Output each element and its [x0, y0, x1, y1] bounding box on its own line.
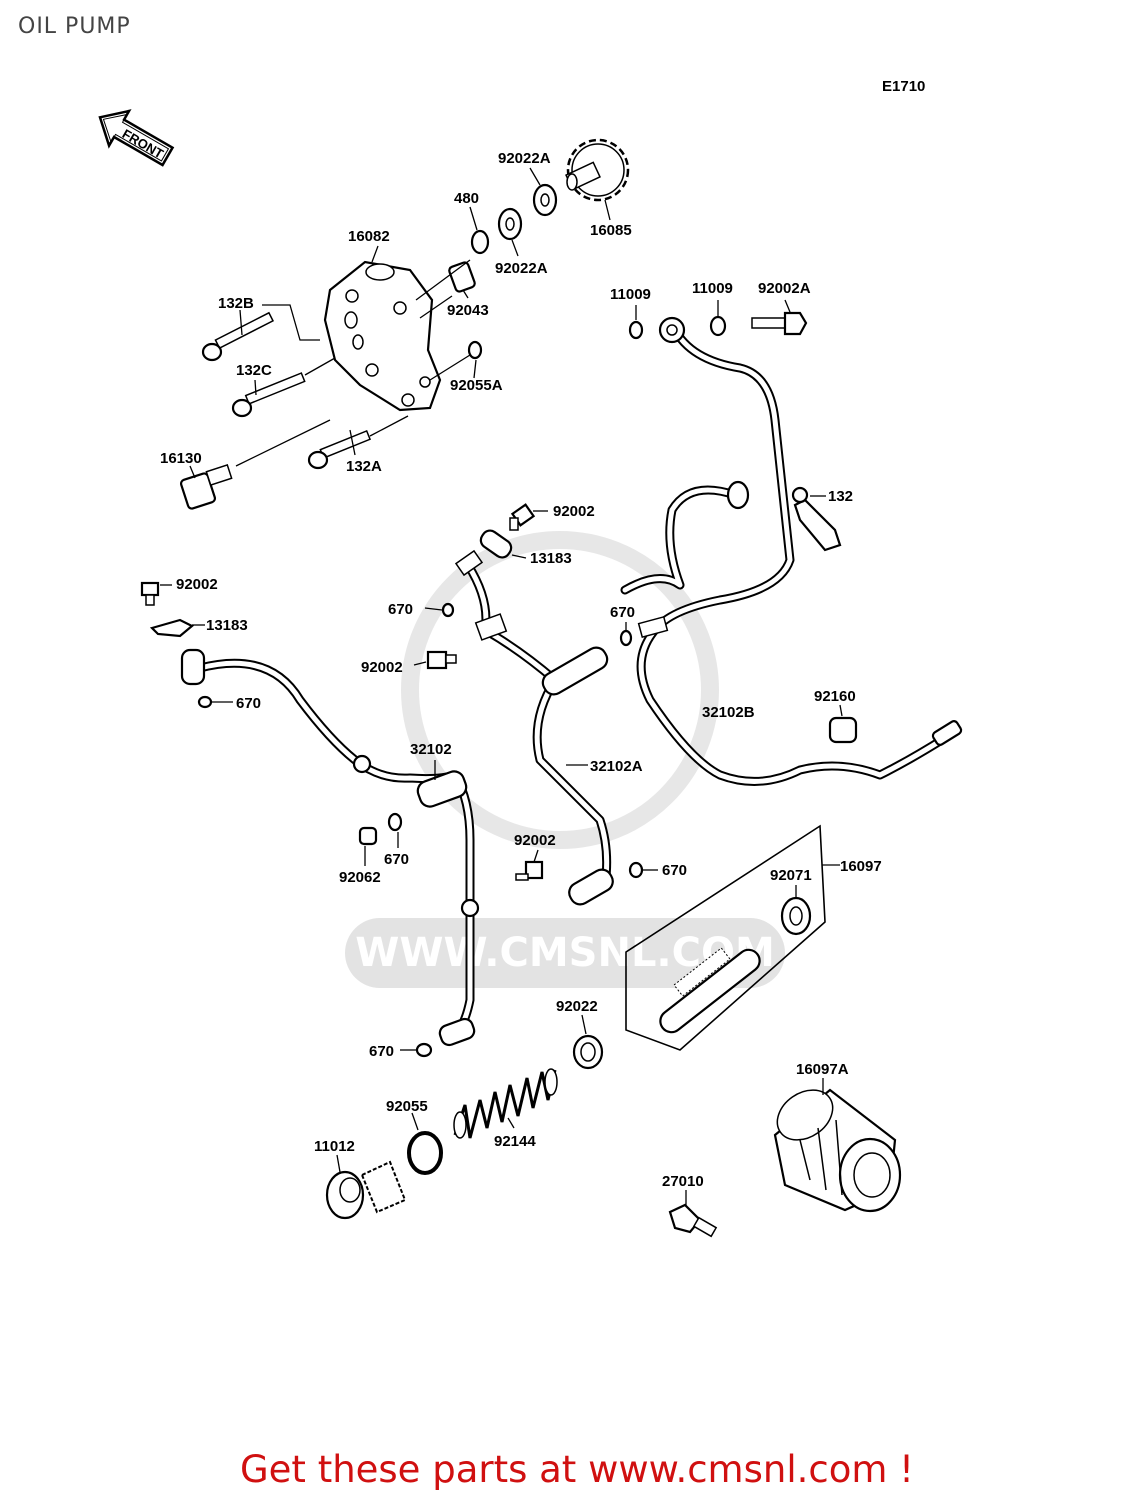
bolt-92002-d	[515, 860, 544, 881]
label-92002-left: 92002	[176, 576, 218, 593]
label-11012: 11012	[314, 1138, 355, 1155]
o-ring-670-b	[619, 629, 633, 647]
label-670-left: 670	[236, 695, 261, 712]
label-32102B: 32102B	[702, 704, 755, 721]
label-670-b: 670	[610, 604, 635, 621]
label-92002-mid: 92002	[553, 503, 595, 520]
label-27010: 27010	[662, 1173, 704, 1190]
label-670-c: 670	[384, 851, 409, 868]
label-92055: 92055	[386, 1098, 428, 1115]
front-arrow-icon: FRONT	[98, 109, 175, 167]
spring-92144	[453, 1068, 558, 1139]
label-92062: 92062	[339, 869, 381, 886]
label-13183-left: 13183	[206, 617, 248, 634]
oil-pump-body-16082	[323, 260, 442, 412]
sprocket-16085	[565, 138, 630, 202]
oil-pipe-32102B	[636, 316, 963, 786]
o-ring-670-a	[441, 602, 455, 618]
label-32102: 32102	[410, 741, 452, 758]
label-16097: 16097	[840, 858, 882, 875]
label-92043: 92043	[447, 302, 489, 319]
oil-filter-16097A	[773, 1088, 902, 1213]
page-title: OIL PUMP	[18, 14, 131, 39]
plug-11012	[325, 1160, 407, 1220]
o-ring-92055A	[467, 340, 483, 360]
oil-pipe-32102A	[454, 549, 614, 906]
watermark-banner	[345, 918, 785, 988]
bolt-92002-left	[140, 581, 160, 606]
footer-text: Get these parts at www.cmsnl.com !	[239, 1448, 914, 1491]
label-11009-a: 11009	[610, 286, 651, 303]
label-670-e: 670	[369, 1043, 394, 1060]
circlip-480	[470, 229, 490, 255]
label-132A: 132A	[346, 458, 382, 475]
label-132B: 132B	[218, 295, 254, 312]
o-ring-670-c	[387, 812, 403, 832]
label-132: 132	[828, 488, 853, 505]
label-16130: 16130	[160, 450, 202, 467]
washer-11009-b	[709, 315, 727, 337]
bolt-132-bracket	[791, 486, 842, 552]
fitting-16130	[179, 463, 233, 510]
bolt-92002A	[751, 311, 808, 336]
cmsnl-watermark: WWW.CMSNL.COM	[345, 531, 785, 988]
label-92160: 92160	[814, 688, 856, 705]
label-16085: 16085	[590, 222, 632, 239]
bolt-92002-c	[426, 650, 457, 670]
oil-pipe-branch	[620, 480, 750, 595]
washer-11009-a	[628, 320, 644, 340]
label-16097A: 16097A	[796, 1061, 849, 1078]
bolt-132A	[307, 429, 372, 470]
collar-92062	[358, 826, 378, 846]
bolt-132C	[231, 372, 306, 418]
collar-92160	[828, 716, 858, 744]
label-92022A-low: 92022A	[495, 260, 548, 277]
o-ring-670-d	[628, 861, 644, 879]
watermark-emblem	[401, 531, 719, 849]
label-13183-mid: 13183	[530, 550, 572, 567]
label-32102A: 32102A	[590, 758, 643, 775]
bolt-92002-mid	[509, 503, 536, 531]
label-16082: 16082	[348, 228, 390, 245]
oil-pump-exploded-diagram: WWW.CMSNL.COM E1710 FRONT	[98, 78, 963, 1238]
oil-pipe-32102	[180, 648, 480, 1047]
label-92022: 92022	[556, 998, 598, 1015]
bolt-132B	[201, 311, 275, 362]
o-ring-92055	[407, 1131, 443, 1175]
label-92055A: 92055A	[450, 377, 503, 394]
pin-92043	[448, 261, 476, 293]
strainer-16097	[625, 824, 826, 1051]
switch-27010	[668, 1203, 718, 1238]
label-132C: 132C	[236, 362, 272, 379]
diagram-code: E1710	[882, 78, 925, 95]
o-ring-670-left	[197, 695, 213, 709]
label-92144: 92144	[494, 1133, 536, 1150]
label-11009-b: 11009	[692, 280, 733, 297]
label-92002-d: 92002	[514, 832, 556, 849]
o-ring-670-e	[415, 1042, 433, 1058]
label-92071: 92071	[770, 867, 812, 884]
label-670-d: 670	[662, 862, 687, 879]
label-670-a: 670	[388, 601, 413, 618]
label-92022A-top: 92022A	[498, 150, 551, 167]
label-480: 480	[454, 190, 479, 207]
footer-link[interactable]: Get these parts at www.cmsnl.com !	[0, 1448, 1146, 1491]
plate-13183-left	[149, 618, 194, 638]
label-92002A: 92002A	[758, 280, 811, 297]
label-92002-c: 92002	[361, 659, 403, 676]
plate-13183-mid	[479, 529, 513, 559]
